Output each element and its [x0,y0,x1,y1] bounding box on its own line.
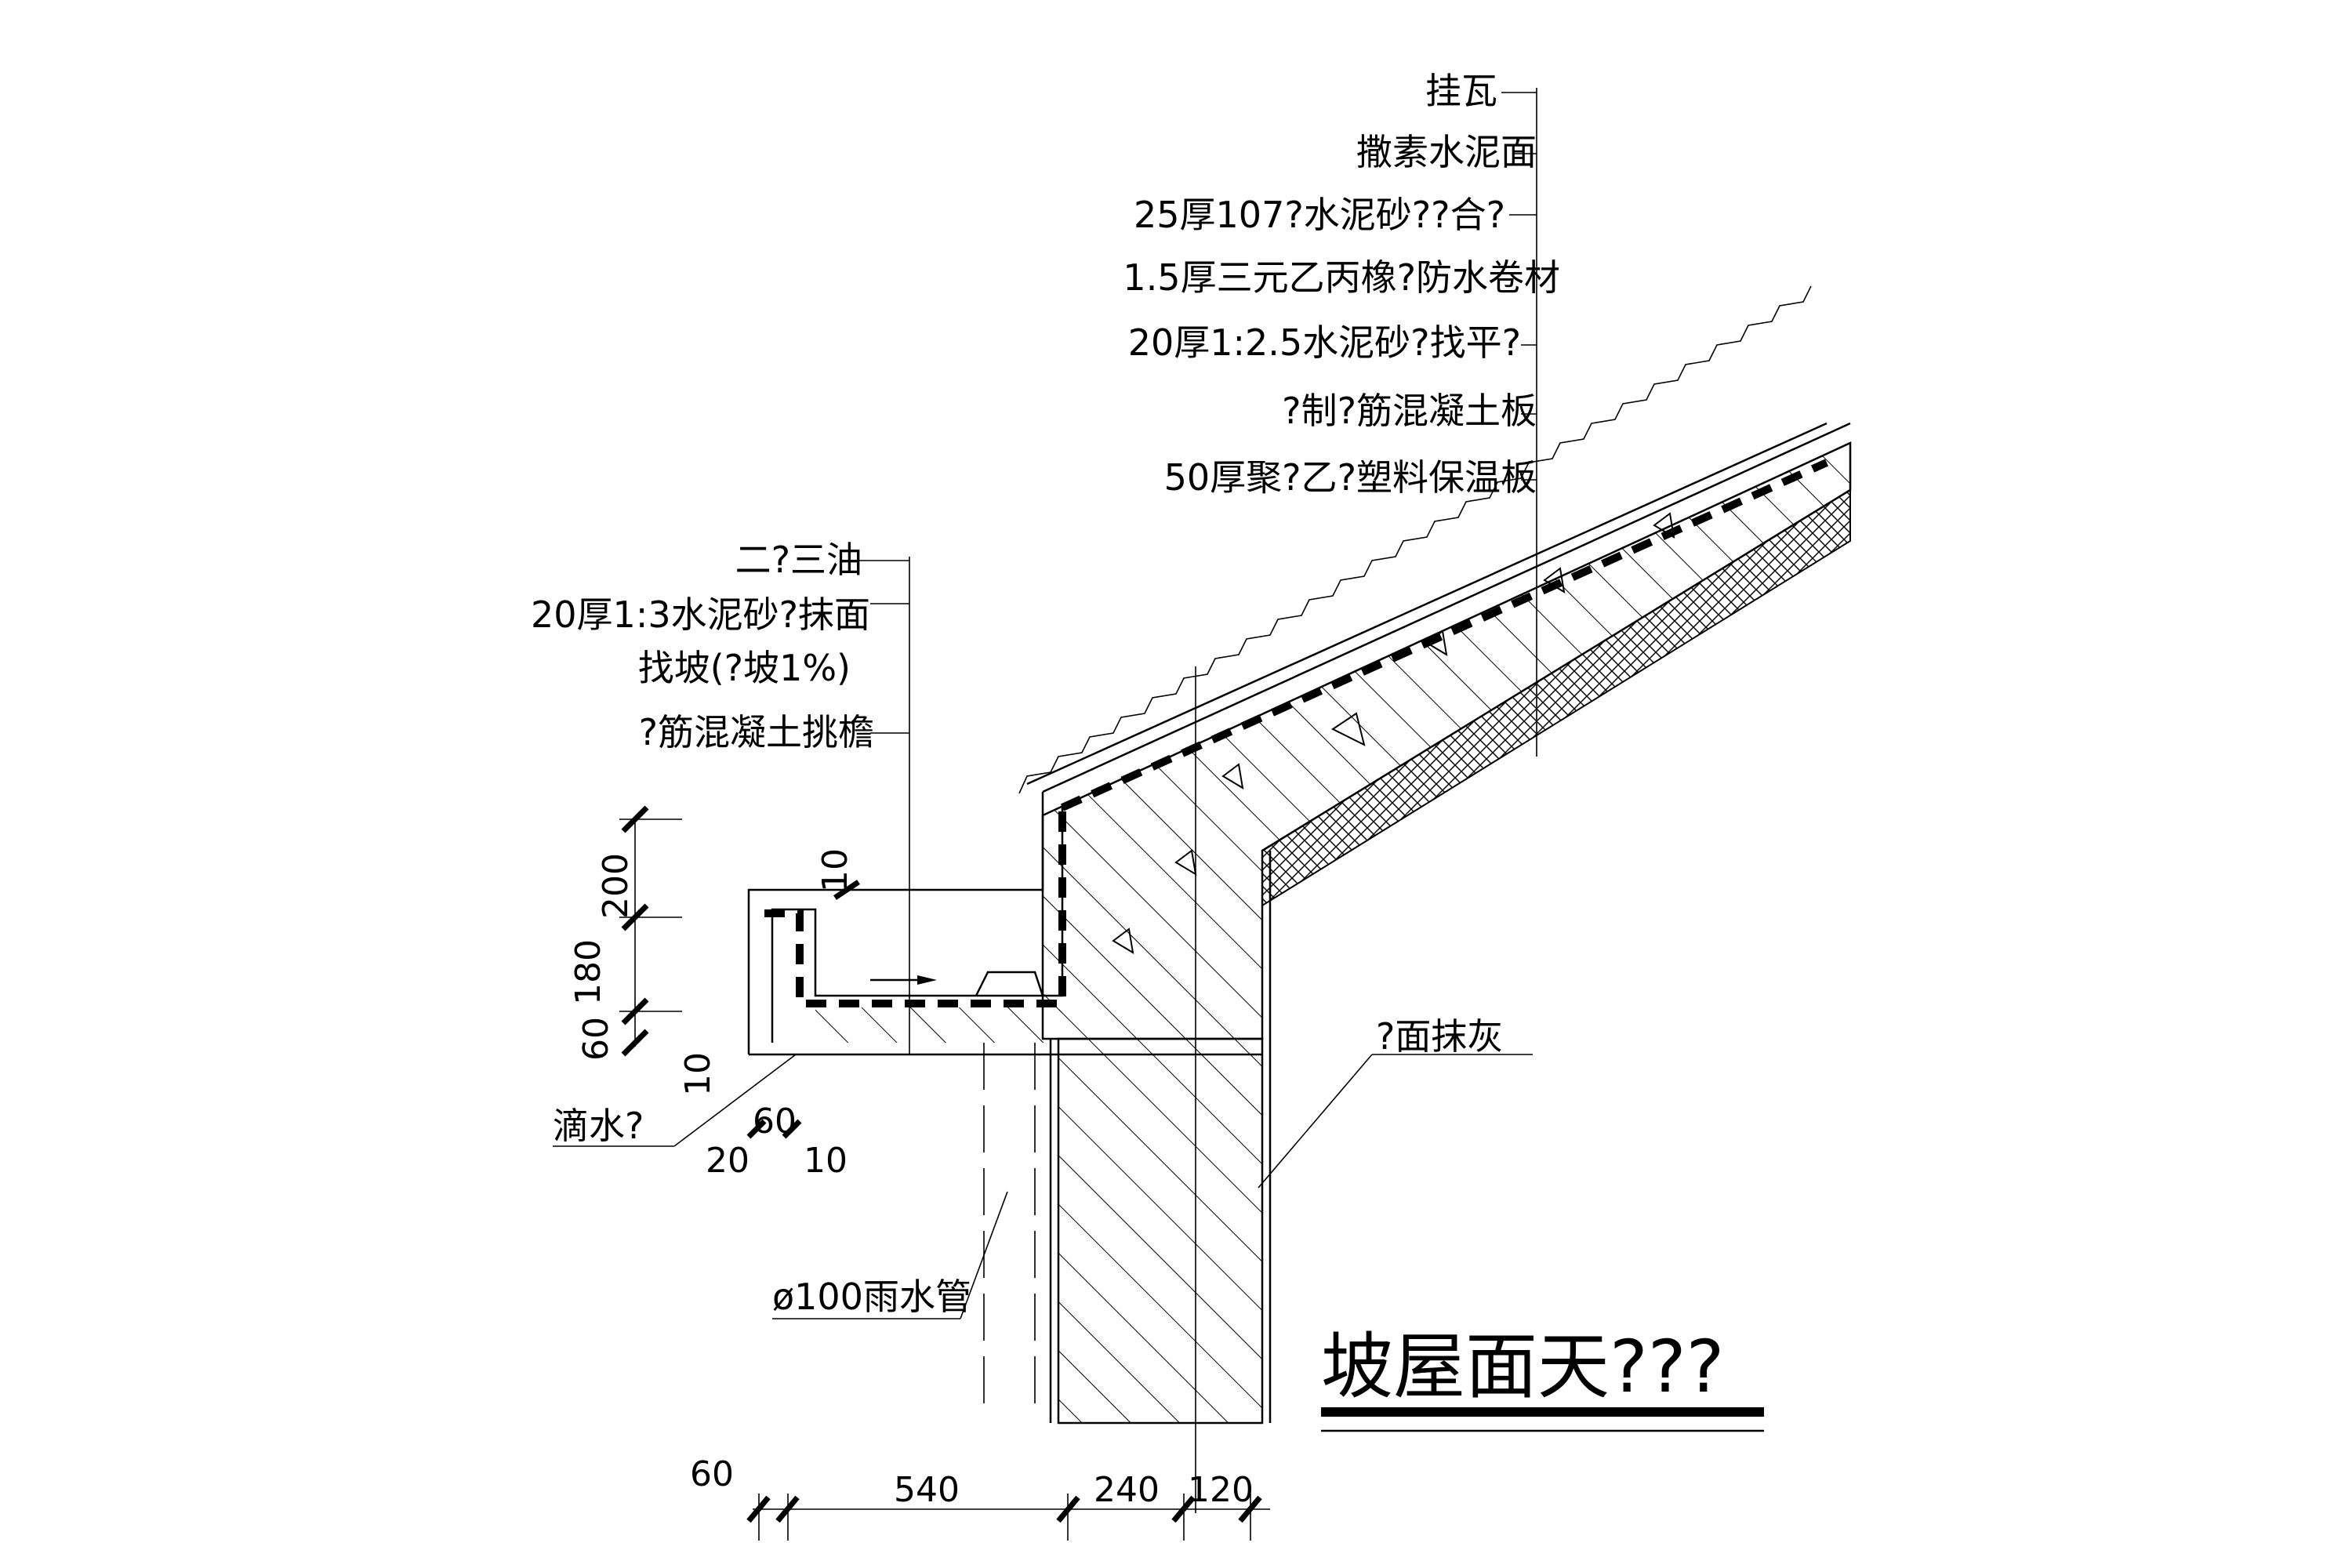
roof-layer-label: 撒素水泥面 [1356,131,1537,173]
gutter-layer-label: 找坡(?坡1%) [638,647,851,689]
bottom-dim-60: 60 [690,1454,734,1494]
bottom-dim-240: 240 [1094,1470,1160,1510]
dim-200: 200 [596,853,636,919]
gutter-layer-label: 二?三油 [735,539,862,581]
wall-finish-label: ?面抹灰 [1376,1015,1503,1058]
dim-10: 10 [678,1052,718,1096]
pipe-label: ø100雨水管 [772,1276,971,1318]
roof-layer-label: ?制?筋混凝土板 [1282,390,1537,432]
roof-layer-label: 50厚聚?乙?塑料保温板 [1164,456,1537,499]
roof-layer-label: 25厚107?水泥砂??合? [1134,194,1505,236]
gutter-and-wall [747,666,1272,1513]
gutter-layer-leaders [858,557,910,1054]
roof-layer-label: 挂瓦 [1425,70,1497,112]
dim-60: 60 [576,1017,616,1061]
roof-layer-label: 20厚1:2.5水泥砂?找平? [1128,321,1521,364]
gutter-layer-label: 20厚1:3水泥砂?抹面 [531,593,870,636]
drip-label: 滴水? [553,1105,644,1147]
dim-180: 180 [568,939,608,1005]
drawing-title: 坡屋面天??? [1321,1325,1725,1409]
gutter-layer-labels: 二?三油 20厚1:3水泥砂?抹面 找坡(?坡1%) ?筋混凝土挑檐 [531,539,874,753]
concrete-aggregate [1112,512,1675,954]
drip-dim-60: 60 [753,1102,797,1142]
bottom-dimensions: 60 540 240 120 [690,1454,1270,1541]
gutter-layer-label: ?筋混凝土挑檐 [639,711,874,753]
drip-dim-10: 10 [804,1141,848,1181]
roof-layer-label: 1.5厚三元乙丙橡?防水卷材 [1123,256,1560,299]
roof-layer-labels: 挂瓦 撒素水泥面 25厚107?水泥砂??合? 1.5厚三元乙丙橡?防水卷材 2… [1123,70,1560,499]
vertical-dimensions: 200 180 60 10 [568,805,718,1096]
bottom-dim-540: 540 [894,1470,960,1510]
drip-dim-20: 20 [706,1141,750,1181]
drip-dimensions: 60 20 10 [706,1102,848,1181]
title-underline-heavy [1321,1407,1764,1417]
gutter-dim: 10 [815,848,855,892]
bottom-dim-120: 120 [1188,1470,1254,1510]
